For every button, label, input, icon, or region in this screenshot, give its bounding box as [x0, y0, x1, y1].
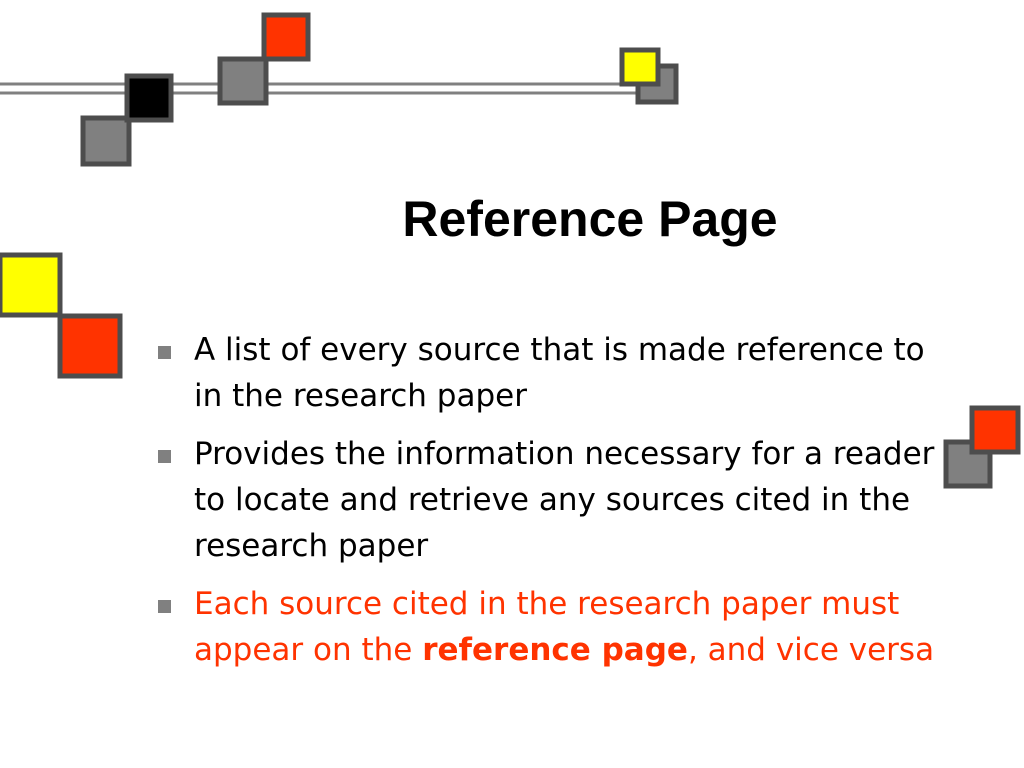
bullet-text: , and vice versa	[687, 632, 935, 668]
bullet-text: Provides the information necessary for a…	[194, 436, 935, 564]
bullet-text: A list of every source that is made refe…	[194, 332, 925, 414]
bullet-list: A list of every source that is made refe…	[158, 327, 948, 685]
gray-square	[217, 56, 269, 106]
gray-square	[943, 439, 993, 489]
slide-title: Reference Page	[402, 191, 778, 247]
red-square	[969, 405, 1021, 455]
yellow-square	[619, 47, 661, 87]
bullet-square-icon	[158, 346, 171, 359]
bullet-emphasis: reference page	[422, 632, 688, 668]
bullet-item: Provides the information necessary for a…	[158, 431, 948, 569]
bullet-item: A list of every source that is made refe…	[158, 327, 948, 419]
bullet-square-icon	[158, 600, 171, 613]
horizontal-rule	[0, 82, 660, 95]
red-square	[57, 313, 123, 379]
gray-square	[80, 115, 132, 167]
black-square	[124, 73, 174, 123]
bullet-item-highlighted: Each source cited in the research paper …	[158, 581, 948, 673]
bullet-square-icon	[158, 450, 171, 463]
red-square	[261, 12, 311, 62]
bullet-text: Each source cited in the research paper …	[194, 586, 900, 668]
yellow-square	[0, 252, 63, 318]
